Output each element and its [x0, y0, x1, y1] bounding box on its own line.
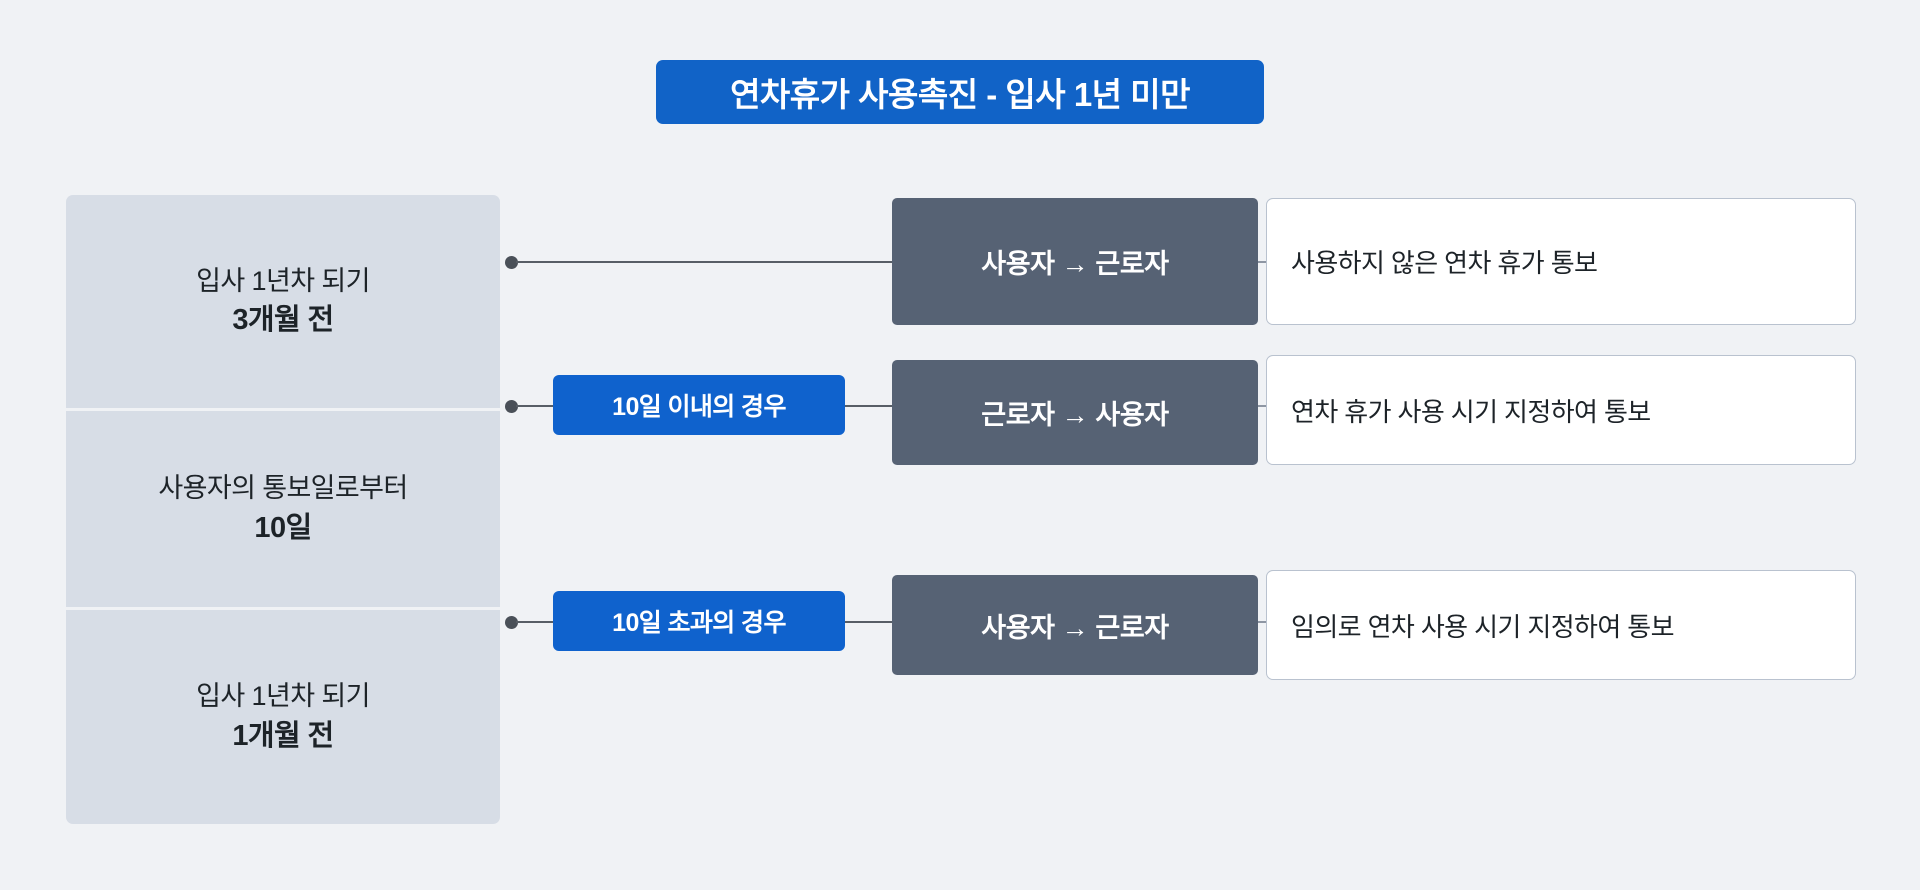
connector-line-row2-left — [516, 405, 553, 407]
connector-line-row1 — [516, 261, 892, 263]
timeline-cell-1-line2: 10일 — [254, 511, 312, 544]
actor-box-row1: 사용자 → 근로자 — [892, 198, 1258, 325]
timeline-cell-1: 사용자의 통보일로부터 10일 — [66, 411, 500, 607]
connector-line-row2-right — [845, 405, 892, 407]
timeline-cell-0-line2: 3개월 전 — [232, 304, 334, 337]
connector-line-row3-left — [516, 621, 553, 623]
actor-box-row2: 근로자 → 사용자 — [892, 360, 1258, 465]
diagram-title: 연차휴가 사용촉진 - 입사 1년 미만 — [656, 60, 1264, 124]
timeline-cell-1-line1: 사용자의 통보일로부터 — [158, 473, 408, 504]
connector-dot-row2 — [505, 400, 518, 413]
connector-line-row3-right — [845, 621, 892, 623]
condition-badge-row3: 10일 초과의 경우 — [553, 591, 845, 651]
connector-dot-row3 — [505, 616, 518, 629]
description-box-row1: 사용하지 않은 연차 휴가 통보 — [1266, 198, 1856, 325]
timeline-divider-0 — [66, 408, 500, 411]
timeline-cell-0: 입사 1년차 되기 3개월 전 — [66, 195, 500, 408]
description-box-row3: 임의로 연차 사용 시기 지정하여 통보 — [1266, 570, 1856, 680]
timeline-divider-1 — [66, 607, 500, 610]
connector-stub-row1 — [1258, 261, 1267, 263]
connector-dot-row1 — [505, 256, 518, 269]
connector-stub-row3 — [1258, 621, 1267, 623]
actor-box-row3: 사용자 → 근로자 — [892, 575, 1258, 675]
timeline-cell-0-line1: 입사 1년차 되기 — [196, 265, 370, 296]
timeline-cell-2-line2: 1개월 전 — [232, 719, 334, 752]
timeline-cell-2-line1: 입사 1년차 되기 — [196, 681, 370, 712]
condition-badge-row2: 10일 이내의 경우 — [553, 375, 845, 435]
timeline-panel: 입사 1년차 되기 3개월 전 사용자의 통보일로부터 10일 입사 1년차 되… — [66, 195, 500, 824]
connector-stub-row2 — [1258, 405, 1267, 407]
timeline-cell-2: 입사 1년차 되기 1개월 전 — [66, 610, 500, 824]
description-box-row2: 연차 휴가 사용 시기 지정하여 통보 — [1266, 355, 1856, 465]
